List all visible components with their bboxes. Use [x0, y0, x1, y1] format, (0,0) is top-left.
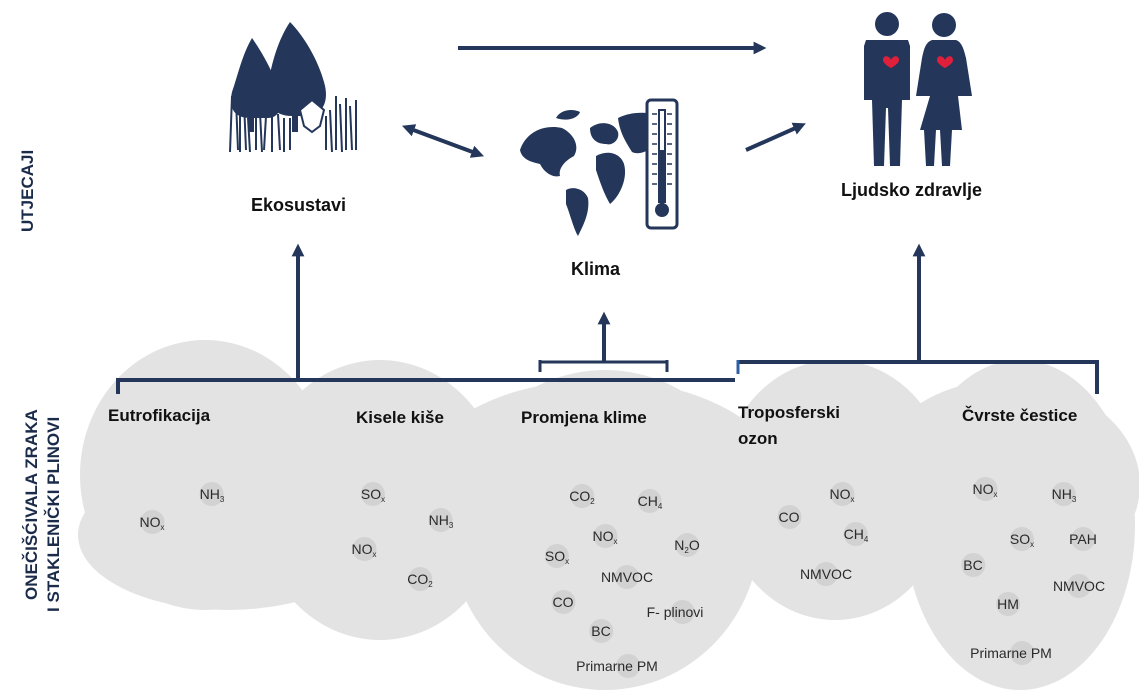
pollutant-nmvoc: NMVOC: [796, 561, 856, 587]
pollutant-co: CO: [775, 504, 804, 530]
forest-icon: [230, 22, 326, 134]
pollutant-nox: NOx: [348, 536, 381, 562]
heart-icon: [883, 56, 953, 68]
pollutant-f-gases: F- plinovi: [643, 599, 708, 625]
category-tropospheric-ozone: Troposferski ozon: [738, 400, 840, 452]
pollutant-primary-pm: Primarne PM: [572, 653, 662, 679]
ecosystems-label: Ekosustavi: [251, 195, 347, 215]
pollutants-axis-label-line1: ONEČIŠĆIVALA ZRAKA: [22, 409, 41, 600]
climate-label: Klima: [571, 259, 621, 279]
pollutant-co2: CO2: [565, 483, 598, 509]
category-tropospheric-ozone-line2: ozon: [738, 429, 778, 448]
thermometer-icon: [645, 98, 679, 230]
impacts-axis-label: UTJECAJI: [18, 149, 37, 232]
cloud-particulate-side: [870, 380, 1139, 590]
pollutant-nmvoc: NMVOC: [597, 564, 657, 590]
pollutants-axis-label-line2: I STAKLENIČKI PLINOVI: [44, 416, 63, 612]
category-particulate-matter: Čvrste čestice: [962, 406, 1078, 425]
blue-bracket: [736, 360, 1099, 394]
pollutant-hm: HM: [993, 591, 1023, 617]
category-acid-rain: Kisele kiše: [356, 408, 444, 427]
pollutant-bc: BC: [587, 618, 614, 644]
pollutant-nmvoc: NMVOC: [1049, 573, 1109, 599]
pollutant-sox: SOx: [1006, 526, 1038, 552]
pollutant-pah: PAH: [1065, 526, 1101, 552]
pollutant-sox: SOx: [541, 543, 573, 569]
pollutant-co: CO: [549, 589, 578, 615]
pollutant-nox: NOx: [826, 481, 859, 507]
pollutant-co2: CO2: [403, 566, 436, 592]
pollutant-primary-pm: Primarne PM: [966, 640, 1056, 666]
arrow-climate-to-health: [745, 122, 806, 152]
people-icon: [864, 12, 972, 166]
pollutant-ch4: CH4: [634, 488, 667, 514]
pollutant-nox: NOx: [589, 523, 622, 549]
category-tropospheric-ozone-line1: Troposferski: [738, 403, 841, 422]
pollutant-ch4: CH4: [840, 521, 873, 547]
pollutant-bc: BC: [959, 552, 986, 578]
category-climate-change: Promjena klime: [521, 408, 647, 427]
pollutant-nh3: NH3: [425, 507, 458, 533]
forest-grass-icon: [229, 95, 357, 153]
human-health-label: Ljudsko zdravlje: [841, 180, 983, 200]
pollutant-nox: NOx: [136, 509, 169, 535]
arrow-ecosystems-climate: [402, 124, 484, 158]
pollutant-nh3: NH3: [196, 481, 229, 507]
category-eutrophication: Eutrofikacija: [108, 406, 211, 425]
pollutant-nh3: NH3: [1048, 481, 1081, 507]
baseline-bracket: [116, 378, 735, 394]
pollutant-sox: SOx: [357, 481, 389, 507]
pollutant-n2o: N2O: [670, 532, 703, 558]
pollutant-nox: NOx: [969, 476, 1002, 502]
